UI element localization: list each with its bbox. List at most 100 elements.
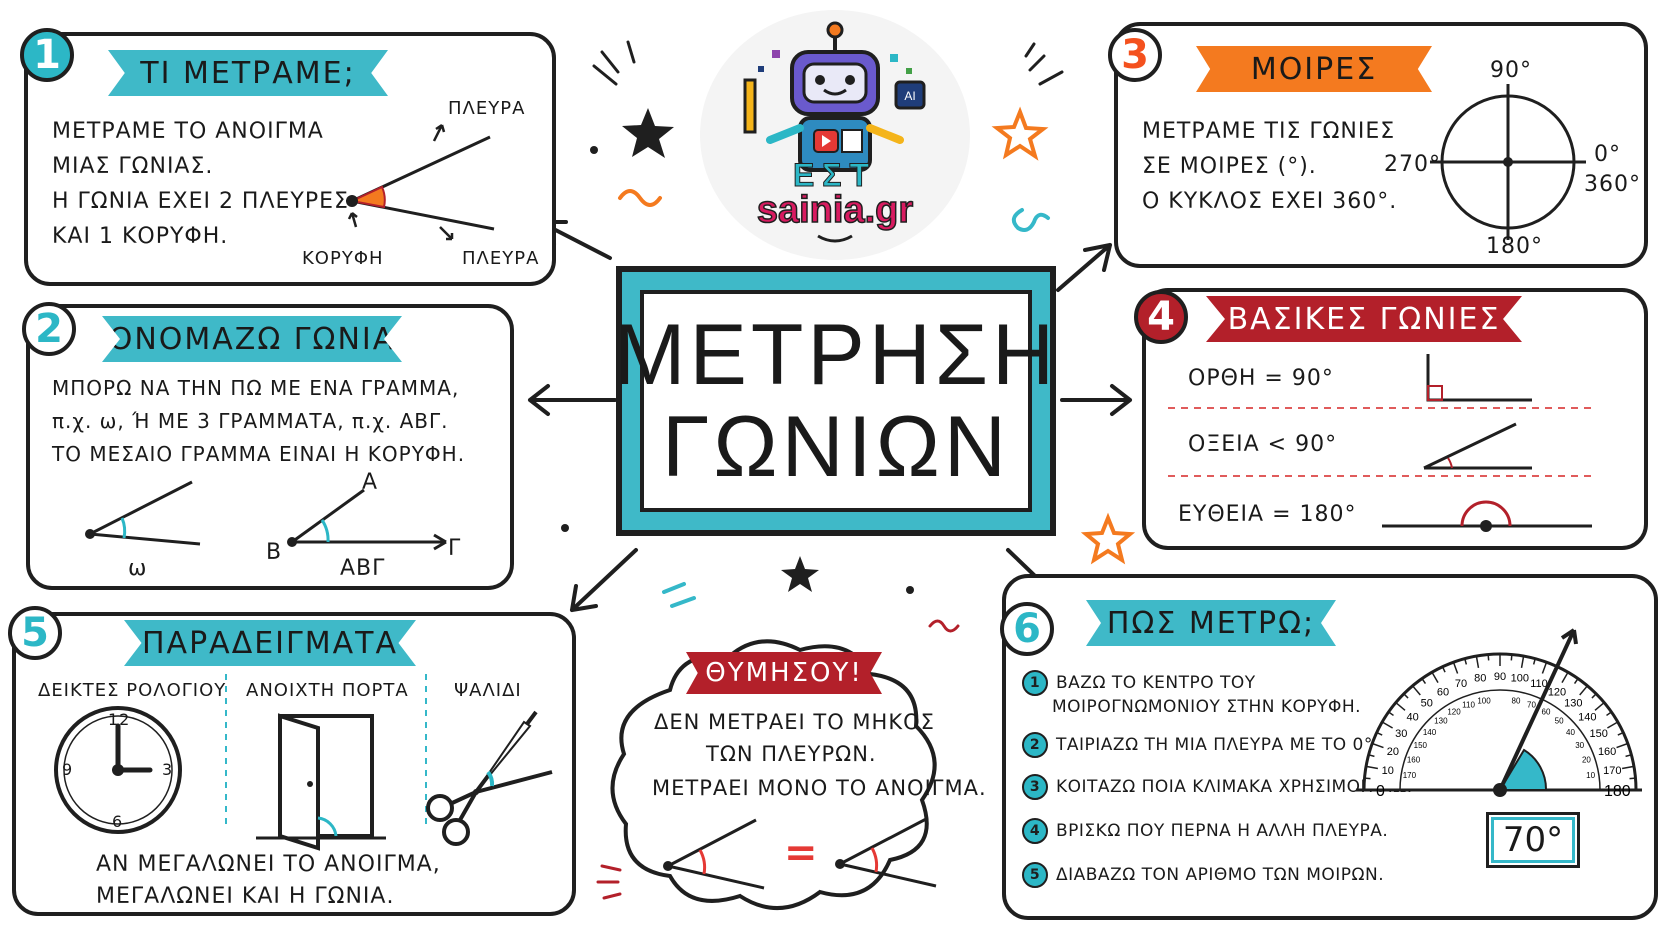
protractor-inner-label: 10: [1586, 771, 1595, 780]
protractor-tick: [1371, 742, 1384, 749]
card1-line1: ΜΕΤΡΑΜΕ ΤΟ ΑΝΟΙΓΜΑ: [52, 119, 324, 144]
card4-number: 4: [1134, 290, 1188, 344]
protractor-outer-label: 150: [1590, 728, 1608, 740]
card3-number: 3: [1108, 28, 1162, 82]
reminder-cloud: [610, 639, 937, 910]
protractor-tick: [1441, 666, 1446, 673]
result-value: 70°: [1491, 817, 1575, 863]
protractor-outer-label: 140: [1578, 712, 1596, 724]
example-scissors-label: ΨΑΛΙΔΙ: [454, 680, 522, 701]
protractor-outer-label: 50: [1421, 698, 1433, 710]
card2-line1: ΜΠΟΡΩ ΝΑ ΤΗΝ ΠΩ ΜΕ ΕΝΑ ΓΡΑΜΜΑ,: [52, 376, 460, 400]
card5-number: 5: [8, 606, 62, 660]
protractor-inner-label: 50: [1555, 717, 1564, 726]
squiggle-orange: [618, 189, 662, 207]
protractor-inner-label: 20: [1582, 756, 1591, 765]
robot-icon: AI ΕΣΤ sainia.gr: [743, 21, 926, 243]
red-dashes: [596, 864, 622, 900]
point-b-label: Β: [266, 540, 283, 565]
protractor-tick: [1621, 765, 1635, 770]
teal-dashes: [662, 582, 696, 608]
card3-title: ΜΟΙΡΕΣ: [1196, 46, 1432, 92]
protractor-tick: [1606, 711, 1612, 717]
card2-title: ΟΝΟΜΑΖΩ ΓΩΝΙΑ: [102, 316, 402, 362]
protractor-outer-label: 130: [1564, 698, 1582, 710]
deg-90-label: 90°: [1490, 58, 1532, 83]
protractor-outer-label: 100: [1511, 673, 1529, 685]
step-5-text: ΔΙΑΒΑΖΩ ΤΟΝ ΑΡΙΘΜΟ ΤΩΝ ΜΟΙΡΩΝ.: [1056, 865, 1385, 885]
card6-title: ΠΩΣ ΜΕΤΡΩ;: [1086, 600, 1336, 646]
protractor-tick: [1475, 655, 1480, 669]
omega-angle-diagram: [85, 480, 201, 546]
step-3-text: ΚΟΙΤΑΖΩ ΠΟΙΑ ΚΛΙΜΑΚΑ ΧΡΗΣΙΜΟΠΟΙΩ.: [1056, 777, 1413, 797]
cloud-line3: ΜΕΤΡΑΕΙ ΜΟΝΟ ΤΟ ΑΝΟΙΓΜΑ.: [652, 776, 987, 800]
step-4-number: 4: [1022, 818, 1048, 844]
protractor-tick: [1541, 661, 1548, 674]
logo-letters: ΕΣΤ: [793, 157, 877, 193]
protractor-tick: [1629, 777, 1636, 780]
label-vertex: ΚΟΡΥΦΗ: [302, 248, 384, 269]
card1-number: 1: [20, 28, 74, 82]
cloud-line1: ΔΕΝ ΜΕΤΡΑΕΙ ΤΟ ΜΗΚΟΣ: [654, 710, 935, 734]
card1-line4: ΚΑΙ 1 ΚΟΡΥΦΗ.: [52, 224, 229, 249]
protractor-tick: [1625, 754, 1632, 758]
protractor-outer-label: 120: [1548, 686, 1566, 698]
squiggle-red: [928, 619, 960, 633]
clock-icon: [54, 706, 182, 834]
card6-number: 6: [1000, 602, 1054, 656]
protractor-tick: [1561, 671, 1569, 683]
step-5: 5 ΔΙΑΒΑΖΩ ΤΟΝ ΑΡΙΘΜΟ ΤΩΝ ΜΟΙΡΩΝ.: [1022, 862, 1384, 888]
example-clock-label: ΔΕΙΚΤΕΣ ΡΟΛΟΓΙΟΥ: [38, 680, 227, 701]
abg-angle-diagram: [287, 488, 447, 551]
spark-lines-right: [1024, 42, 1064, 86]
omega-label: ω: [128, 556, 148, 581]
protractor-outer-label: 80: [1474, 673, 1486, 685]
protractor-tick: [1421, 678, 1427, 684]
protractor-inner-label: 170: [1403, 771, 1417, 780]
protractor-outer-label: 30: [1395, 728, 1407, 740]
logo[interactable]: AI ΕΣΤ sainia.gr: [700, 10, 970, 260]
protractor-inner-label: 40: [1566, 728, 1575, 737]
protractor-tick: [1368, 754, 1375, 758]
protractor-outer-label: 160: [1598, 746, 1616, 758]
step-5-number: 5: [1022, 862, 1048, 888]
arrow-to-card3: [1056, 243, 1112, 292]
protractor-outer-label: 110: [1530, 678, 1548, 690]
abg-label: ΑΒΓ: [340, 556, 386, 581]
protractor-outer-label: 170: [1603, 765, 1621, 777]
example-dividers: [225, 674, 427, 824]
protractor-180: 180: [1604, 783, 1631, 800]
spark-lines-left: [592, 40, 636, 86]
protractor-tick: [1594, 702, 1605, 711]
protractor-outer-label: 40: [1407, 712, 1419, 724]
center-title-line1: ΜΕΤΡΗΣΗ: [613, 307, 1059, 403]
card3-line2: ΣΕ ΜΟΙΡΕΣ (°).: [1142, 154, 1317, 179]
examples-note-line2: ΜΕΓΑΛΩΝΕΙ ΚΑΙ Η ΓΩΝΙΑ.: [96, 884, 395, 909]
protractor-tick: [1376, 731, 1383, 736]
protractor-tick: [1617, 731, 1624, 736]
protractor-tick: [1591, 693, 1597, 699]
card1-line2: ΜΙΑΣ ΓΩΝΙΑΣ.: [52, 154, 214, 179]
protractor-tick: [1579, 685, 1588, 696]
right-angle-row: ΟΡΘΗ = 90°: [1188, 366, 1334, 391]
scissors-icon: [426, 710, 553, 846]
clock-6: 6: [112, 812, 124, 831]
protractor-inner-label: 120: [1447, 707, 1461, 716]
example-door-label: ΑΝΟΙΧΤΗ ΠΟΡΤΑ: [246, 680, 409, 701]
deg-360-label: 360°: [1584, 172, 1641, 197]
label-side-top: ΠΛΕΥΡΑ: [448, 98, 526, 119]
step-1-cont: ΜΟΙΡΟΓΝΩΜΟΝΙΟΥ ΣΤΗΝ ΚΟΡΥΦΗ.: [1052, 697, 1361, 717]
card3-line3: Ο ΚΥΚΛΟΣ ΕΧΕΙ 360°.: [1142, 189, 1398, 214]
protractor-tick: [1431, 671, 1439, 683]
protractor-tick: [1364, 777, 1371, 780]
card1-line3: Η ΓΩΝΙΑ ΕΧΕΙ 2 ΠΛΕΥΡΕΣ: [52, 189, 349, 214]
protractor-outer-label: 90: [1494, 671, 1506, 683]
basic-angles-diagram: [1168, 354, 1592, 532]
arrow-to-card4: [1060, 384, 1132, 416]
arrow-to-card5: [570, 548, 638, 612]
point-g-label: Γ: [448, 536, 462, 561]
open-door-icon: [256, 713, 386, 851]
center-title-line2: ΓΩΝΙΩΝ: [661, 399, 1011, 495]
card3-line1: ΜΕΤΡΑΜΕ ΤΙΣ ΓΩΝΙΕΣ: [1142, 119, 1396, 144]
